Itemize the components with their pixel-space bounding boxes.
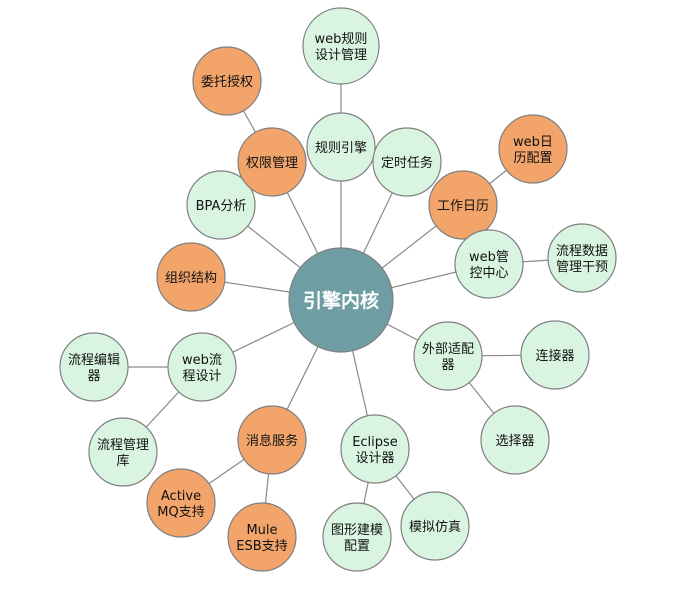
node-center-label: 引擎内核 bbox=[303, 289, 379, 312]
node-timer-task-label-line-1: 定时任务 bbox=[381, 155, 433, 171]
node-bpa-analysis[interactable]: BPA分析 bbox=[186, 170, 256, 240]
node-permission-mgmt[interactable]: 权限管理 bbox=[237, 127, 307, 197]
node-message-service[interactable]: 消息服务 bbox=[237, 405, 307, 475]
node-graph-model-config-circle bbox=[322, 502, 392, 572]
node-delegation-label-line-1: 委托授权 bbox=[201, 74, 253, 90]
node-flow-data-mgmt-label-line-1: 流程数据 bbox=[556, 244, 608, 259]
node-selector[interactable]: 选择器 bbox=[480, 405, 550, 475]
node-rule-engine-label-line-1: 规则引擎 bbox=[315, 141, 367, 156]
node-center-engine-core[interactable]: 引擎内核 bbox=[288, 247, 394, 353]
node-mule-esb-support-circle bbox=[227, 502, 297, 572]
node-work-calendar-label-line-1: 工作日历 bbox=[437, 199, 489, 214]
node-eclipse-designer-circle bbox=[340, 414, 410, 484]
node-graph-model-config-label-line-2: 配置 bbox=[344, 539, 370, 554]
node-work-calendar-circle bbox=[428, 170, 498, 240]
node-web-console-label-line-2: 控中心 bbox=[469, 266, 508, 281]
node-web-calendar-label-line-1: web日 bbox=[513, 135, 553, 150]
node-selector-label-line-1: 选择器 bbox=[495, 434, 534, 449]
node-flow-repo-circle bbox=[88, 417, 158, 487]
node-web-rule-design-label-line-2: 设计管理 bbox=[315, 48, 367, 63]
node-flow-repo-label-line-1: 流程管理 bbox=[97, 438, 149, 453]
node-message-service-circle bbox=[237, 405, 307, 475]
node-graph-model-config-label-line-1: 图形建模 bbox=[331, 523, 383, 538]
node-permission-mgmt-label-line-1: 权限管理 bbox=[246, 155, 298, 171]
node-external-adapter-circle bbox=[413, 321, 483, 391]
node-web-calendar-label-line-2: 历配置 bbox=[513, 151, 552, 166]
node-flow-editor-circle bbox=[59, 332, 129, 402]
node-simulation-circle bbox=[400, 491, 470, 561]
node-simulation[interactable]: 模拟仿真 bbox=[400, 491, 470, 561]
node-flow-data-mgmt-label-line-2: 管理干预 bbox=[556, 260, 608, 275]
node-simulation-label-line-1: 模拟仿真 bbox=[409, 520, 461, 535]
node-mule-esb-support-label-line-1: Mule bbox=[246, 523, 277, 538]
node-timer-task-circle bbox=[372, 127, 442, 197]
node-mule-esb-support-label-line-2: ESB支持 bbox=[236, 539, 287, 554]
node-eclipse-designer-label-line-1: Eclipse bbox=[352, 435, 398, 450]
node-timer-task[interactable]: 定时任务 bbox=[372, 127, 442, 197]
node-connector[interactable]: 连接器 bbox=[520, 320, 590, 390]
node-flow-repo-label-line-2: 库 bbox=[116, 453, 129, 469]
node-web-flow-design-circle bbox=[167, 332, 237, 402]
node-web-rule-design-circle bbox=[302, 7, 380, 85]
node-connector-circle bbox=[520, 320, 590, 390]
node-web-rule-design-label-line-1: web规则 bbox=[315, 32, 368, 47]
node-selector-circle bbox=[480, 405, 550, 475]
node-org-structure-label-line-1: 组织结构 bbox=[165, 271, 217, 286]
node-message-service-label-line-1: 消息服务 bbox=[246, 433, 298, 449]
node-eclipse-designer-label-line-2: 设计器 bbox=[355, 451, 394, 466]
node-org-structure-circle bbox=[156, 242, 226, 312]
node-web-console-label-line-1: web管 bbox=[469, 250, 509, 265]
node-org-structure[interactable]: 组织结构 bbox=[156, 242, 226, 312]
node-rule-engine-circle bbox=[306, 112, 376, 182]
node-activemq-support-label-line-2: MQ支持 bbox=[157, 505, 204, 520]
node-external-adapter-label-line-2: 器 bbox=[441, 358, 454, 373]
node-flow-editor-label-line-2: 器 bbox=[87, 369, 100, 384]
nodes-layer: 引擎内核规则引擎web规则设计管理定时任务工作日历web日历配置web管控中心流… bbox=[59, 7, 617, 572]
node-activemq-support-circle bbox=[146, 468, 216, 538]
node-bpa-analysis-label-line-1: BPA分析 bbox=[196, 199, 247, 214]
node-connector-label-line-1: 连接器 bbox=[535, 348, 574, 364]
node-web-flow-design-label-line-2: 程设计 bbox=[182, 369, 221, 384]
node-work-calendar[interactable]: 工作日历 bbox=[428, 170, 498, 240]
node-web-calendar-circle bbox=[498, 114, 568, 184]
node-bpa-analysis-circle bbox=[186, 170, 256, 240]
node-web-console-circle bbox=[454, 229, 524, 299]
node-flow-editor-label-line-1: 流程编辑 bbox=[68, 353, 120, 368]
node-rule-engine[interactable]: 规则引擎 bbox=[306, 112, 376, 182]
node-delegation[interactable]: 委托授权 bbox=[192, 46, 262, 116]
node-flow-data-mgmt-circle bbox=[547, 223, 617, 293]
node-web-flow-design-label-line-1: web流 bbox=[182, 353, 222, 368]
node-center-circle bbox=[288, 247, 394, 353]
node-delegation-circle bbox=[192, 46, 262, 116]
node-permission-mgmt-circle bbox=[237, 127, 307, 197]
node-activemq-support-label-line-1: Active bbox=[161, 489, 201, 504]
node-external-adapter-label-line-1: 外部适配 bbox=[422, 342, 474, 357]
